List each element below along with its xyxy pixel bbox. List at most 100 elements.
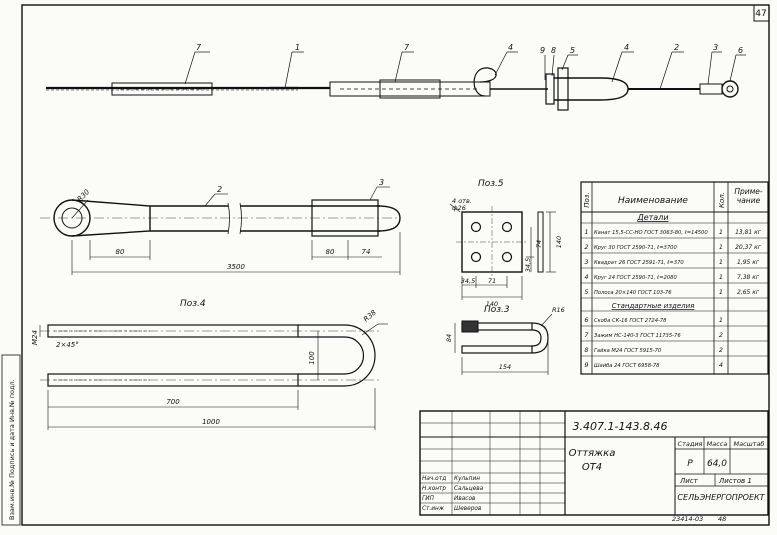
stamp-stage-header: Стадия (678, 440, 703, 448)
dim-3500: 3500 (227, 263, 245, 271)
spec-row-name: Круг 24 ГОСТ 2590-71, ℓ=2080 (594, 275, 677, 281)
dim-345: 34,5 (461, 277, 475, 285)
spec-row-qty: 1 (719, 316, 723, 324)
spec-section-standard: Стандартные изделия (612, 302, 695, 310)
spec-row-pos: 7 (584, 331, 589, 339)
sheet-frame (21, 4, 770, 526)
rod-view (40, 199, 401, 237)
spec-row-note: 1,95 кг (737, 259, 760, 266)
dim-80b: 80 (326, 248, 335, 256)
signature-name: Сальцева (454, 486, 484, 492)
signature-role: Нач.отд (422, 476, 446, 482)
pos5-dim-lines (449, 203, 556, 300)
spec-row-name: Круг 30 ГОСТ 2590-71, ℓ=3700 (594, 245, 677, 251)
stamp-stage: Р (687, 459, 693, 469)
spec-row-qty: 1 (719, 228, 723, 236)
title-block-grid (419, 410, 769, 516)
pos3-dim-labels: 154 84 R16 (445, 306, 565, 371)
dim-74: 74 (362, 248, 371, 256)
pos3-view (461, 320, 549, 354)
pos5-view (456, 206, 544, 278)
spec-table-grid (580, 181, 769, 375)
sheet-number-box (753, 4, 770, 22)
callout-9: 9 (540, 46, 545, 55)
spec-header-qty: Кол. (718, 192, 726, 208)
spec-row-qty: 2 (719, 331, 723, 339)
callout-6: 6 (738, 46, 743, 55)
signature-role: Ст.инж (422, 506, 445, 512)
dim-154: 154 (499, 363, 511, 371)
spec-row-name: Скоба СК-16 ГОСТ 2724-78 (594, 318, 667, 324)
spec-row-note: 20,37 кг (735, 244, 762, 251)
dim-140-h: 140 (486, 300, 498, 308)
callout-8: 8 (551, 46, 556, 55)
callout-7a: 7 (196, 43, 202, 52)
side-stamp-box (1, 354, 21, 526)
side-stamp-text: Взам.инв.№ Подпись и дата Инв.№ подл. (8, 379, 16, 520)
dim-80a: 80 (116, 248, 125, 256)
spec-row-name: Квадрат 26 ГОСТ 2591-71, ℓ=370 (594, 260, 684, 266)
signature-role: Н.контр (422, 486, 446, 492)
pos4-view (40, 324, 380, 387)
spec-row-pos: 9 (584, 361, 588, 369)
spec-row-note: 2,65 кг (737, 289, 760, 296)
pos3-title: Поз.3 (484, 305, 510, 315)
dim-r38: R38 (362, 308, 378, 323)
spec-header-pos: Поз. (583, 192, 591, 208)
spec-row-pos: 8 (584, 346, 588, 354)
pos5-title: Поз.5 (478, 179, 504, 189)
spec-row-name: Зажим НС-140-3 ГОСТ 11735-76 (594, 333, 681, 339)
dim-74v: 74 (535, 240, 543, 248)
dim-chamfer: 2×45° (56, 341, 79, 349)
signature-role: ГИП (422, 496, 435, 502)
callout-4a: 4 (508, 43, 513, 52)
spec-table: Поз. Наименование Кол. Приме-чание Детал… (583, 187, 763, 369)
spec-section-details: Детали (636, 213, 668, 222)
dim-84: 84 (445, 334, 453, 342)
stamp-org: СЕЛЬЭНЕРГОПРОЕКТ (677, 493, 765, 502)
dim-345v: 34,5 (524, 258, 532, 272)
holes-dia: ф26 (452, 204, 466, 212)
callout-3b: 3 (379, 178, 384, 187)
pos5-dim-labels: 140 34,5 71 140 34,5 74 4 отв. ф26 (452, 197, 563, 308)
drawing-code: 3.407.1-143.8.46 (573, 420, 668, 433)
spec-row-name: Гайка М24 ГОСТ 5915-70 (594, 348, 662, 354)
dim-m24: M24 (31, 330, 39, 345)
spec-row-name: Полоса 20×140 ГОСТ 103-76 (594, 290, 672, 296)
holes-label: 4 отв. (452, 197, 472, 205)
dim-700: 700 (166, 398, 180, 406)
spec-row-name: Канат 15,5-СС-НО ГОСТ 3063-80, ℓ=14500 (594, 230, 708, 236)
pos4-title: Поз.4 (180, 299, 206, 309)
spec-row-note: 13,81 кг (735, 229, 762, 236)
callout-2: 2 (674, 43, 679, 52)
spec-row-pos: 6 (584, 316, 588, 324)
spec-row-qty: 1 (719, 243, 723, 251)
callout-4b: 4 (624, 43, 629, 52)
dim-1000: 1000 (202, 418, 220, 426)
pos4-dim-labels: 700 1000 100 R38 M24 2×45° (31, 308, 378, 426)
assembly-leaders (184, 51, 746, 90)
pos3-dim-lines (454, 313, 553, 375)
dim-140-v: 140 (555, 236, 563, 248)
dim-71: 71 (488, 277, 496, 285)
stamp-mass: 64,0 (707, 459, 727, 469)
callout-7b: 7 (404, 43, 410, 52)
bottom-code: 23414-03 (672, 515, 703, 523)
spec-row-pos: 2 (584, 243, 588, 251)
signature-name: Шеверов (454, 506, 482, 512)
assembly-view (46, 67, 739, 111)
callout-3: 3 (713, 43, 718, 52)
signature-name: Ивасов (454, 496, 476, 502)
spec-row-qty: 1 (719, 288, 723, 296)
spec-header-note-box: Приме-чание (734, 187, 762, 205)
spec-rows: 1 Канат 15,5-СС-НО ГОСТ 3063-80, ℓ=14500 1… (584, 228, 761, 369)
bottom-page: 48 (718, 515, 726, 523)
spec-row-pos: 5 (584, 288, 588, 296)
spec-row-pos: 3 (584, 258, 588, 266)
sheet-number: 47 (755, 9, 766, 19)
spec-row-qty: 4 (719, 361, 723, 369)
stamp-mass-header: Масса (707, 440, 728, 448)
spec-row-pos: 1 (584, 228, 588, 236)
stamp-sheets-label: Листов 1 (718, 477, 752, 485)
